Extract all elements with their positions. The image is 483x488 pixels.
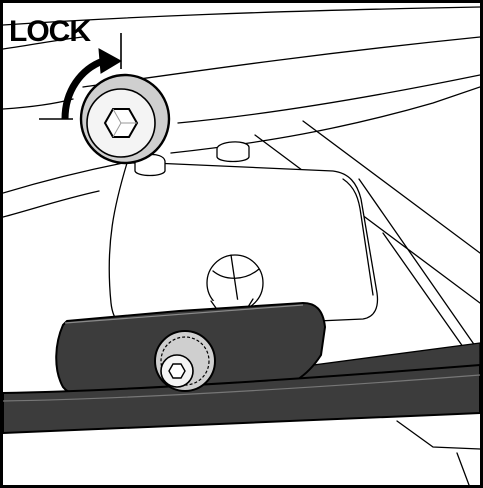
top-panel-line <box>3 6 480 26</box>
lock-label: LOCK <box>9 15 91 48</box>
upper-panel-lower-curve <box>177 74 480 124</box>
main-frame-bar-highlight <box>3 374 480 402</box>
panel-edge-left <box>3 36 84 50</box>
main-frame-bar <box>3 363 480 435</box>
lock-arrow-icon <box>61 48 123 120</box>
right-rail-outer <box>254 134 480 304</box>
illustration-canvas: LOCK <box>3 6 480 485</box>
frame-linework <box>3 6 480 372</box>
clamp-bracket-top-edge <box>64 304 304 324</box>
frame-sweep-line <box>170 86 480 154</box>
right-rail-lower <box>358 178 480 354</box>
ball-joint-seam <box>212 268 260 279</box>
lower-linework <box>396 420 480 485</box>
mounting-plate-inner-edge <box>342 178 374 296</box>
right-rail-inner <box>302 120 480 254</box>
left-body-contour <box>3 162 124 194</box>
plug-hex-socket-icon <box>168 363 186 379</box>
lower-panel-line <box>396 420 480 450</box>
plate-nut-right <box>216 141 250 163</box>
hex-socket-plug <box>154 330 216 392</box>
left-body-contour-2 <box>3 190 100 218</box>
hex-socket-bolt <box>79 73 171 165</box>
bolt-hex-inner-line <box>112 108 137 138</box>
lower-strut-line <box>456 452 470 485</box>
